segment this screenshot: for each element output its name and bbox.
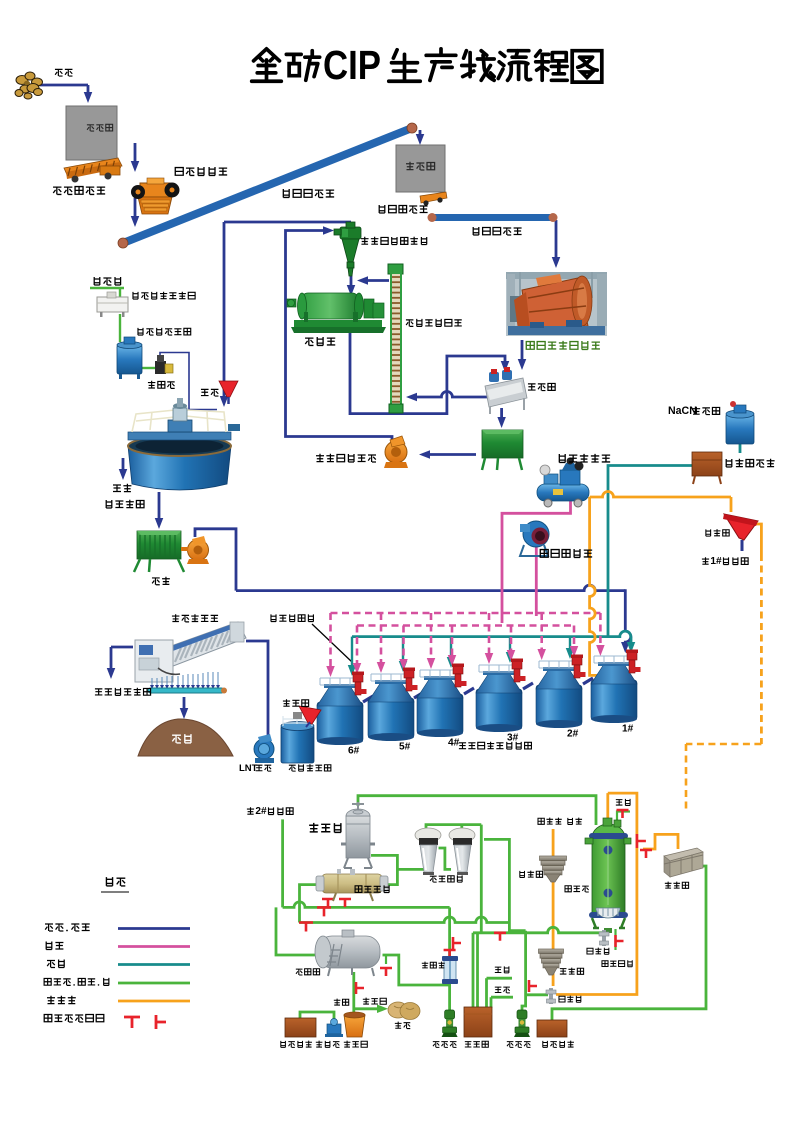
svg-text:2#: 2# <box>255 806 267 817</box>
svg-text:3#: 3# <box>507 733 519 744</box>
svg-text:1#: 1# <box>710 556 722 567</box>
svg-text:NaCN: NaCN <box>668 405 697 417</box>
svg-text:6#: 6# <box>348 746 360 757</box>
svg-text:CIP: CIP <box>323 42 381 88</box>
svg-text:1#: 1# <box>622 724 634 735</box>
svg-text:2#: 2# <box>567 729 579 740</box>
svg-text:LNT: LNT <box>239 763 258 774</box>
svg-text:4#: 4# <box>448 738 460 749</box>
svg-text:5#: 5# <box>399 742 411 753</box>
